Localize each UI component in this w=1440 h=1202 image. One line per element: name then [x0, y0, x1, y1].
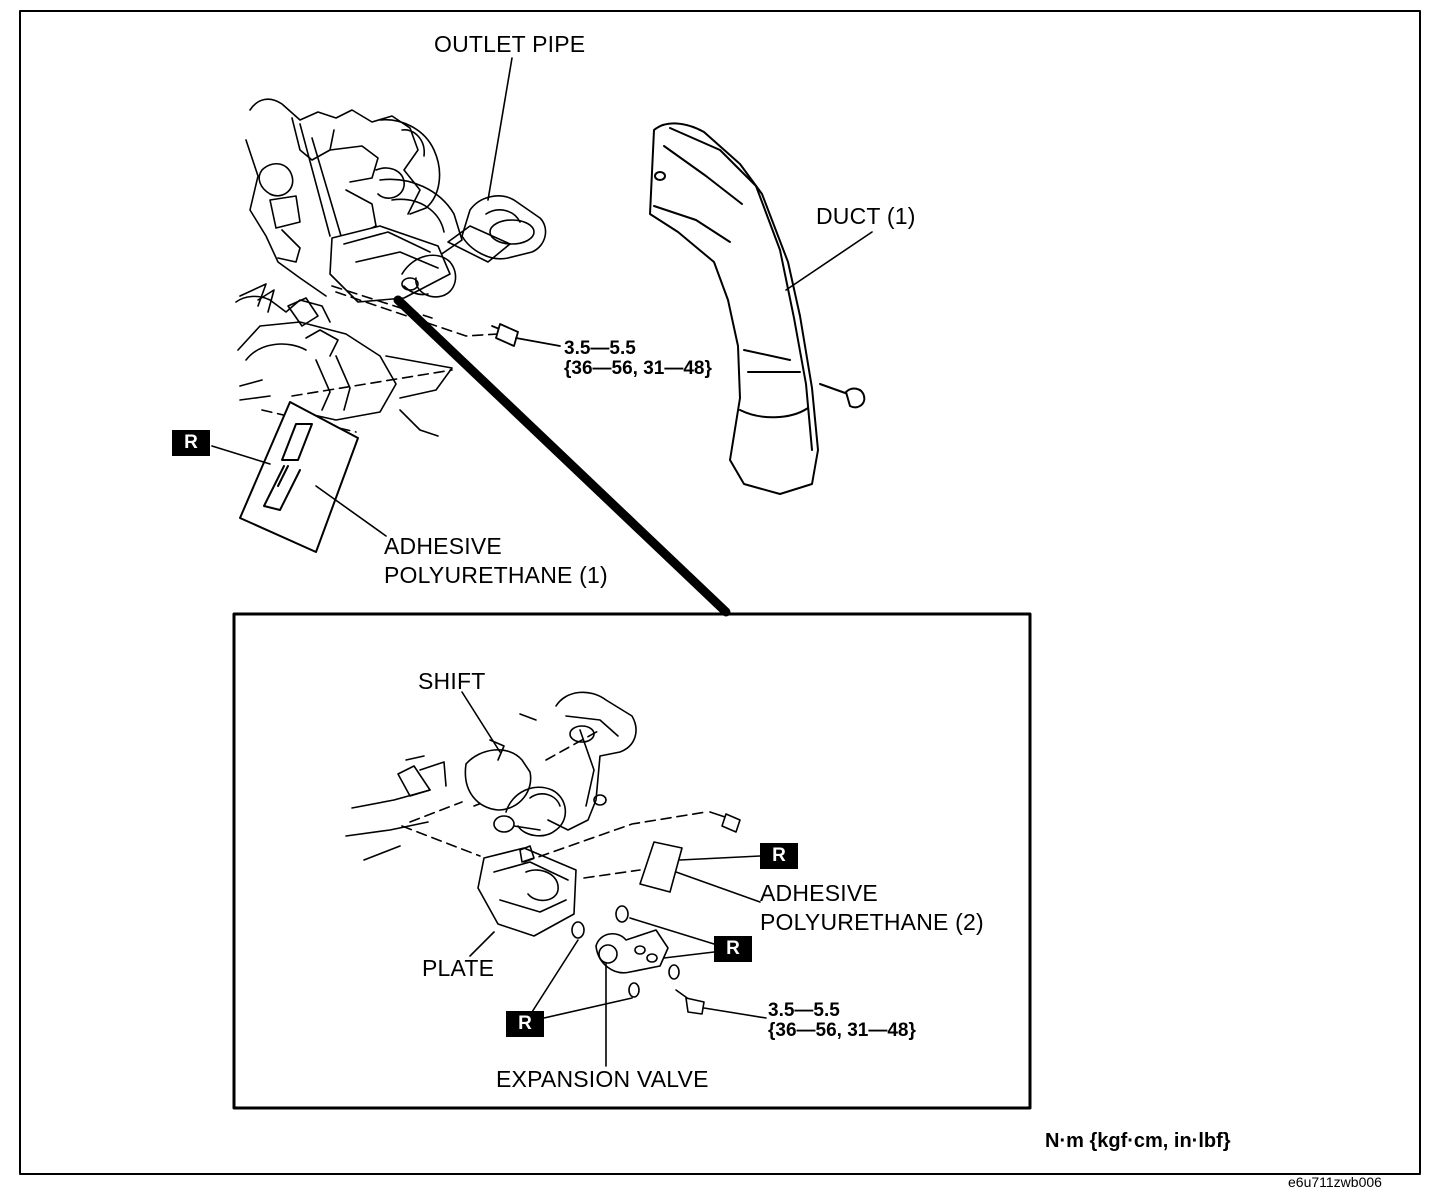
expansion-valve-label: EXPANSION VALVE [496, 1066, 709, 1092]
detail-box [232, 612, 1032, 1110]
torque-upper: 3.5—5.5 {36—56, 31—48} [564, 339, 712, 379]
shift-label: SHIFT [418, 668, 486, 694]
units-legend: N·m {kgf·cm, in·lbf} [1045, 1130, 1231, 1152]
adhesive-pad-1 [239, 401, 359, 553]
replace-badge-orings-right: R [714, 936, 752, 962]
replace-badge-upper: R [172, 430, 210, 456]
replace-badge-adhesive-2: R [760, 843, 798, 869]
adhesive-2-label: ADHESIVE POLYURETHANE (2) [760, 880, 984, 935]
leader-lines-detail [461, 691, 767, 1067]
adhesive-1-line1: ADHESIVE [384, 533, 502, 559]
adhesive-2-line1: ADHESIVE [760, 880, 878, 906]
adhesive-2-line2: POLYURETHANE (2) [760, 909, 984, 935]
outer-frame [19, 10, 1421, 1175]
torque-lower-alt: {36—56, 31—48} [768, 1020, 916, 1041]
duct-label: DUCT (1) [816, 203, 916, 229]
torque-upper-range: 3.5—5.5 [564, 338, 636, 359]
leader-lines-upper [211, 57, 873, 537]
adhesive-1-line2: POLYURETHANE (1) [384, 562, 608, 588]
torque-lower-range: 3.5—5.5 [768, 1000, 840, 1021]
outlet-pipe-label: OUTLET PIPE [434, 31, 586, 57]
adhesive-1-label: ADHESIVE POLYURETHANE (1) [384, 533, 608, 588]
bolt-upper [491, 323, 561, 347]
plate-label: PLATE [422, 955, 495, 981]
duct-part [649, 122, 866, 495]
replace-badge-orings-left: R [506, 1011, 544, 1037]
detail-callout-line [393, 295, 731, 617]
detail-drawing [345, 691, 741, 1015]
figure-id: e6u711zwb006 [1288, 1174, 1382, 1190]
engine-area-sketch [235, 98, 547, 437]
dashed-guides-detail [401, 729, 707, 879]
torque-upper-alt: {36—56, 31—48} [564, 358, 712, 379]
torque-lower: 3.5—5.5 {36—56, 31—48} [768, 1001, 916, 1041]
